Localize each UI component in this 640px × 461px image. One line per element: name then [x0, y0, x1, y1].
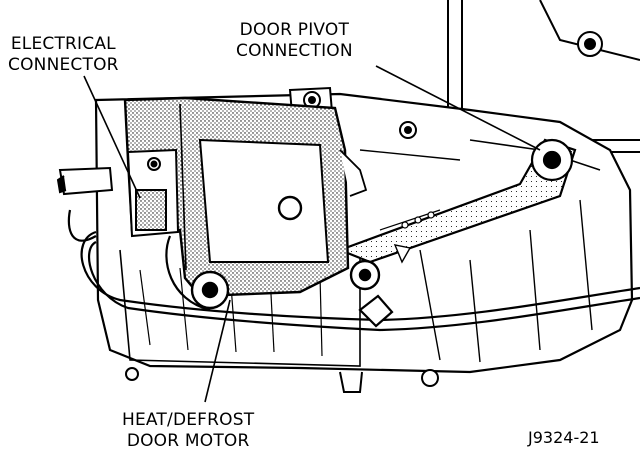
electrical-connector-label: ELECTRICAL CONNECTOR [8, 34, 119, 76]
door-motor-actuator [123, 96, 381, 310]
heat-defrost-door-motor-label-line-2: DOOR MOTOR [126, 431, 250, 451]
heat-defrost-door-motor-label-line-1: HEAT/DEFROST [122, 410, 255, 430]
door-pivot-connection-label-line-1: DOOR PIVOT [239, 20, 350, 40]
electrical-connector-label-line-2: CONNECTOR [8, 55, 119, 75]
electrical-connector [56, 148, 180, 238]
heat-defrost-door-motor-label: HEAT/DEFROST DOOR MOTOR [122, 410, 254, 452]
door-pivot-connection-label-line-2: CONNECTION [236, 41, 353, 61]
wiring-harness [67, 209, 640, 332]
figure-id: J9324-21 [528, 428, 600, 447]
door-pivot-connection-label: DOOR PIVOT CONNECTION [236, 20, 353, 62]
electrical-connector-label-line-1: ELECTRICAL [10, 34, 116, 54]
leader-lines [83, 65, 541, 403]
